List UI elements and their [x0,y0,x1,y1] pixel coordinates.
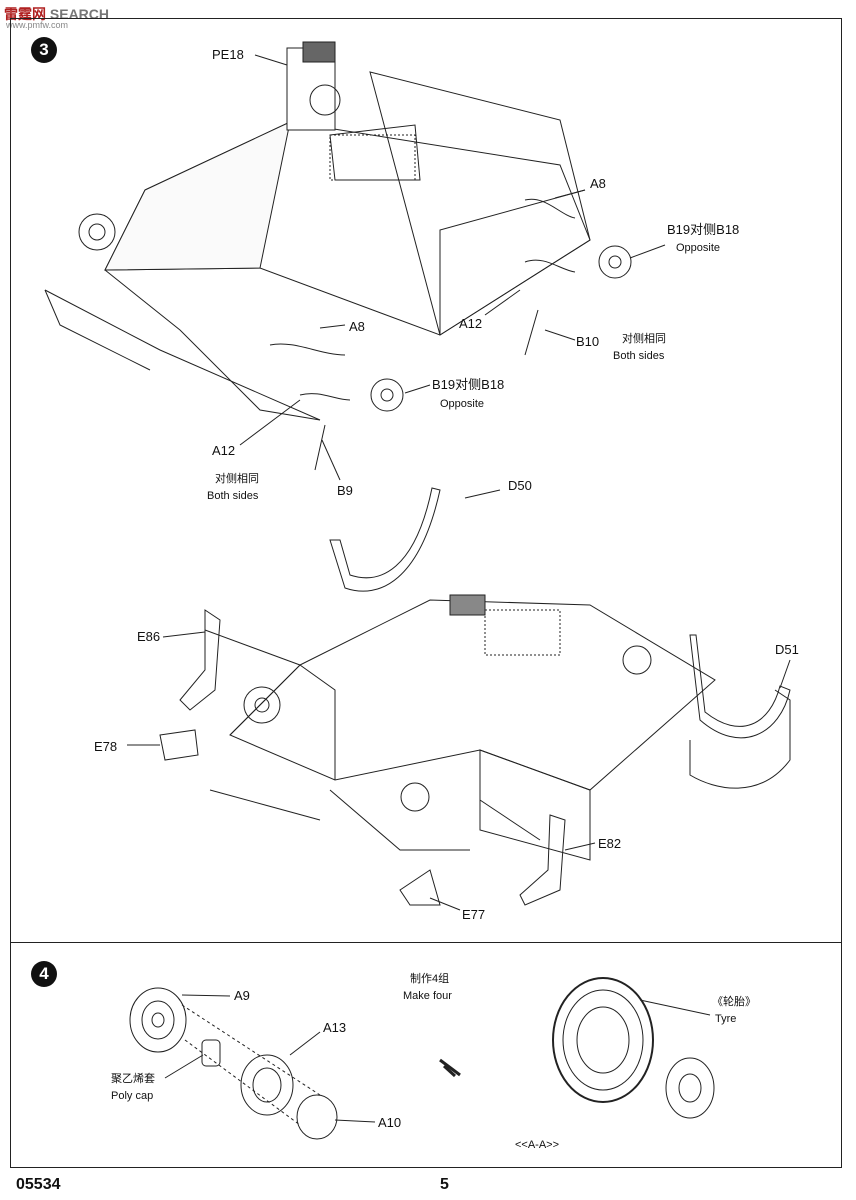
poly-cap-label: Poly cap [111,1090,154,1102]
part-label-e78: E78 [94,739,118,754]
part-label-b19-lower: B19 [432,377,456,392]
opposite-side-cn-upper: 对侧 [690,222,717,237]
product-code: 05534 [16,1176,61,1193]
tyre-label: Tyre [715,1013,737,1025]
both-sides-cn-upper: 对侧相同 [622,333,666,345]
step-4-badge: 4 [31,961,57,987]
part-label-d50: D50 [508,478,532,493]
part-label-b18-upper: B18 [716,222,740,237]
make-four-cn: 制作4组 [410,973,450,985]
part-label-b9: B9 [337,483,353,498]
opposite-note-lower: Opposite [440,398,485,410]
part-label-a12-upper: A12 [459,316,483,331]
page-number: 5 [440,1176,449,1193]
poly-cap-cn: 聚乙烯套 [111,1073,155,1085]
both-sides-note-lower: Both sides [207,490,259,502]
part-label-b10: B10 [576,334,600,349]
tyre-cn: 《轮胎》 [712,996,756,1008]
part-label-e77: E77 [462,907,486,922]
watermark-url: www.pmfw.com [6,20,69,30]
make-four-note: Make four [403,990,452,1002]
part-label-b19-b18-lower: B19对侧B18 [432,378,504,391]
part-label-a8-lower: A8 [349,319,365,334]
both-sides-cn-lower: 对侧相同 [215,473,259,485]
instruction-frame [10,18,842,1168]
step-divider [10,942,842,943]
part-label-a9: A9 [234,988,250,1003]
both-sides-note-upper: Both sides [613,350,665,362]
part-label-b19-upper: B19 [667,222,691,237]
part-label-a10: A10 [378,1115,402,1130]
part-label-d51: D51 [775,642,799,657]
part-label-e82: E82 [598,836,622,851]
wheel-assembly-drawing [129,977,715,1140]
section-view-label: <<A-A>> [515,1139,560,1151]
part-label-a8-upper: A8 [590,176,606,191]
part-label-e86: E86 [137,629,161,644]
opposite-side-cn-lower: 对侧 [455,377,482,392]
step-3-badge: 3 [31,37,57,63]
part-label-pe18: PE18 [212,47,244,62]
chassis-lower-drawing [127,487,791,911]
chassis-upper-drawing [44,41,666,481]
part-label-a13: A13 [323,1020,347,1035]
part-label-b19-b18-upper: B19对侧B18 [667,223,739,236]
part-label-a12-lower: A12 [212,443,236,458]
opposite-note-upper: Opposite [676,242,721,254]
part-label-b18-lower: B18 [481,377,505,392]
